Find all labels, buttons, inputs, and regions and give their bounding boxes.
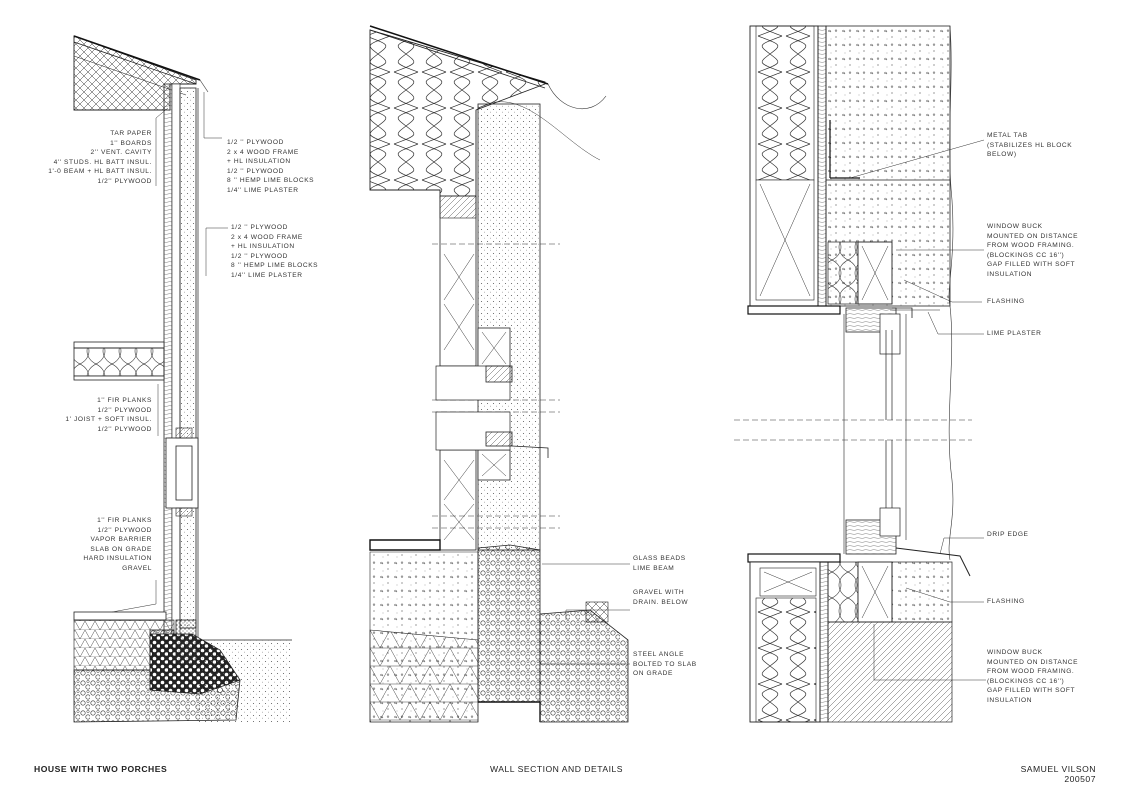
flashing-bottom-note: FLASHING [987,598,1025,605]
sheet-title: WALL SECTION AND DETAILS [490,764,623,774]
window-buck-top-note: WINDOW BUCK MOUNTED ON DISTANCE FROM WOO… [987,223,1079,278]
right-detail [734,25,986,723]
glass-beads-note: GLASS BEADS LIME BEAM [633,555,686,572]
floor-layers-note: 1'' FIR PLANKS 1/2'' PLYWOOD 1' JOIST + … [65,397,152,433]
left-wall-section [73,35,292,723]
roof-layers-note: TAR PAPER 1'' BOARDS 2'' VENT. CAVITY 4'… [48,130,152,185]
sheet-number: 200507 [1064,774,1096,784]
drip-edge-note: DRIP EDGE [987,531,1029,538]
flashing-top-note: FLASHING [987,298,1025,305]
project-title: HOUSE WITH TWO PORCHES [34,764,168,774]
metal-tab-note: METAL TAB (STABILIZES HL BLOCK BELOW) [987,132,1073,159]
steel-angle-note: STEEL ANGLE BOLTED TO SLAB ON GRADE [633,651,697,678]
lime-plaster-note: LIME PLASTER [987,330,1042,337]
window-buck-bottom-note: WINDOW BUCK MOUNTED ON DISTANCE FROM WOO… [987,649,1079,704]
author-name: SAMUEL VILSON [1020,764,1096,774]
gravel-drain-note: GRAVEL WITH DRAIN. BELOW [633,589,689,606]
lower-wall-note: 1/2 '' PLYWOOD 2 x 4 WOOD FRAME + HL INS… [231,224,319,279]
upper-wall-note: 1/2 '' PLYWOOD 2 x 4 WOOD FRAME + HL INS… [227,139,315,194]
middle-detail [369,25,630,723]
slab-layers-note: 1'' FIR PLANKS 1/2'' PLYWOOD VAPOR BARRI… [83,517,152,572]
